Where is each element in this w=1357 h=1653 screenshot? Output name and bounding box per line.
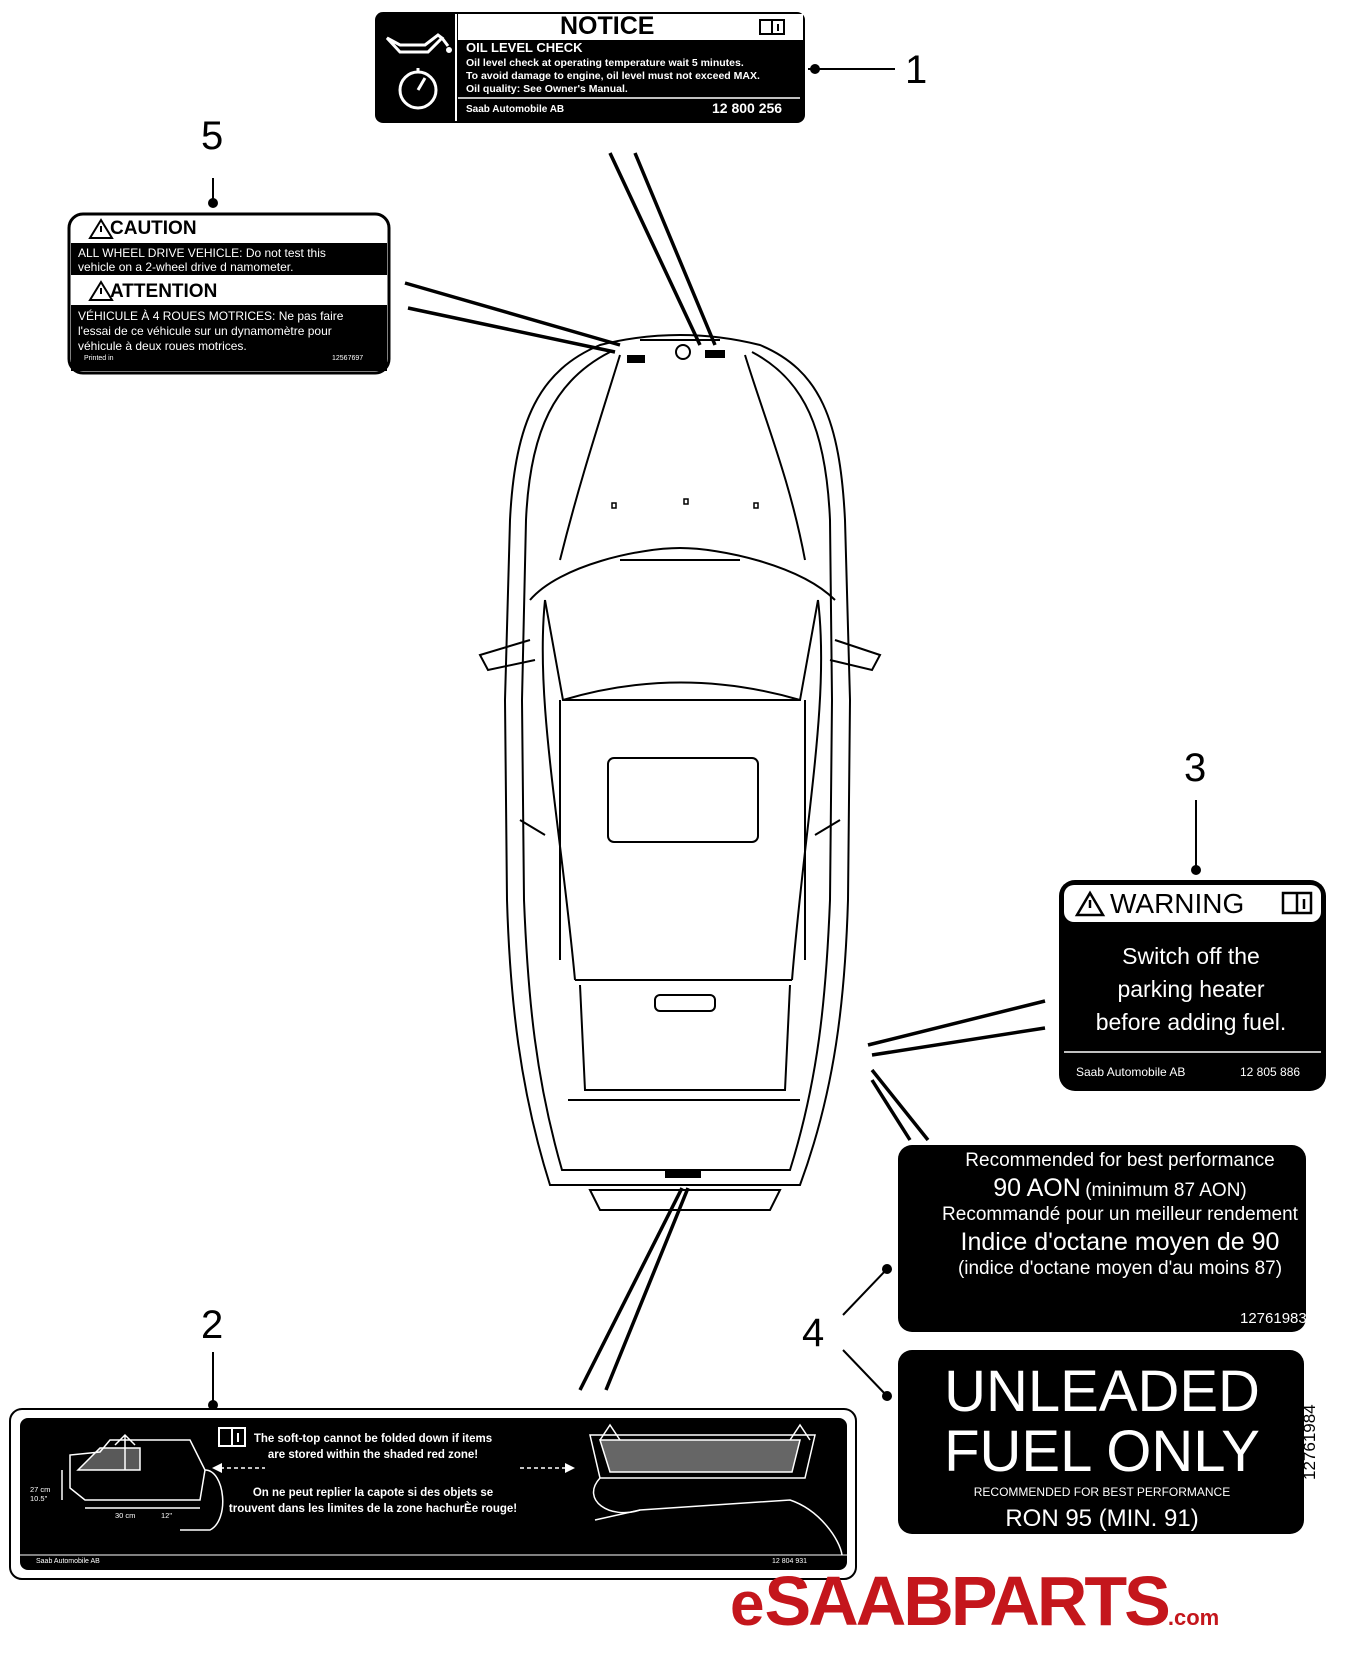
timer-icon	[398, 68, 438, 110]
label-4a-octane	[898, 1145, 1306, 1332]
caution-line-2: vehicle on a 2-wheel drive d namometer.	[78, 260, 294, 274]
label4a-part-number: 12761983	[1240, 1310, 1307, 1327]
dim-cm-height: 27 cm	[30, 1485, 51, 1494]
caution-heading: CAUTION	[110, 218, 197, 239]
trunk-diagram-icon	[61, 1433, 224, 1531]
octane-line-1: Recommended for best performance	[965, 1150, 1275, 1171]
label1-company: Saab Automobile AB	[466, 104, 565, 115]
label4b-part-number: 12761984	[1300, 1404, 1319, 1480]
callout-3: 3	[1184, 746, 1207, 790]
label1-part-number: 12 800 256	[712, 100, 783, 116]
notice-title: NOTICE	[560, 12, 655, 40]
manual-info-icon	[759, 19, 785, 35]
esaabparts-logo[interactable]: eSAABPARTS.com	[730, 1566, 1219, 1653]
logo-main: SAABPARTS	[764, 1562, 1170, 1640]
attention-line-3: véhicule à deux roues motrices.	[78, 339, 247, 353]
printed-in: Printed in	[84, 355, 114, 362]
softtop-french: On ne peut replier la capote si des obje…	[228, 1485, 518, 1517]
car-top-view	[478, 334, 882, 1211]
softtop-height-dim: 27 cm 10.5"	[30, 1485, 50, 1503]
dim-in-height: 10.5"	[30, 1494, 48, 1503]
octane-text: Recommended for best performance 90 AON …	[900, 1150, 1340, 1280]
car-label-markers	[611, 350, 759, 1178]
warning-line-2: parking heater	[1117, 976, 1265, 1002]
label-4b-unleaded	[898, 1350, 1304, 1534]
attention-heading: ATTENTION	[110, 281, 218, 302]
manual-info-icon	[218, 1427, 246, 1447]
callout-4: 4	[802, 1311, 825, 1355]
warning-line-3: before adding fuel.	[1095, 1009, 1287, 1035]
logo-prefix: e	[730, 1570, 765, 1639]
attention-line-1: VÉHICULE À 4 ROUES MOTRICES: Ne pas fair…	[78, 309, 344, 323]
attention-line-2: l'essai de ce véhicule sur un dynamomètr…	[78, 324, 332, 338]
unleaded-recommended: RECOMMENDED FOR BEST PERFORMANCE	[973, 1485, 1231, 1499]
manual-info-icon	[1281, 891, 1313, 915]
warning-triangle-icon	[1074, 890, 1106, 917]
warning-line-1: Switch off the	[1122, 943, 1260, 969]
label3-company: Saab Automobile AB	[1076, 1065, 1186, 1079]
label2-part-number: 12 804 931	[772, 1558, 808, 1565]
softtop-en-line-1: The soft-top cannot be folded down if it…	[253, 1433, 493, 1445]
callout-5: 5	[201, 114, 224, 158]
logo-suffix: .com	[1167, 1605, 1220, 1630]
octane-line-3: Recommandé pour un meilleur rendement	[942, 1204, 1298, 1225]
pointer-dots	[208, 64, 1201, 1410]
dim-in-length: 12"	[161, 1511, 173, 1520]
unleaded-ron: RON 95 (MIN. 91)	[1005, 1505, 1199, 1532]
unleaded-line-2: FUEL ONLY	[944, 1419, 1260, 1484]
oil-can-icon	[385, 33, 452, 54]
oil-line-2: To avoid damage to engine, oil level mus…	[466, 70, 760, 82]
dim-cm-length: 30 cm	[115, 1511, 136, 1520]
octane-aon-min: (minimum 87 AON)	[1085, 1180, 1247, 1201]
oil-line-3: Oil quality: See Owner's Manual.	[466, 83, 628, 95]
callout-1: 1	[905, 48, 928, 92]
unleaded-line-1: UNLEADED	[944, 1359, 1260, 1424]
caution-body: ALL WHEEL DRIVE VEHICLE: Do not test thi…	[78, 246, 326, 274]
label2-company: Saab Automobile AB	[36, 1558, 100, 1565]
warning-triangle-icon	[88, 218, 114, 301]
label-2-softtop	[9, 1408, 857, 1580]
octane-line-5: (indice d'octane moyen d'au moins 87)	[957, 1258, 1283, 1279]
label3-part-number: 12 805 886	[1240, 1065, 1301, 1079]
oil-line-1: Oil level check at operating temperature…	[466, 57, 744, 69]
softtop-en-line-2: are stored within the shaded red zone!	[267, 1449, 479, 1461]
label-3-warning-heater	[1059, 880, 1326, 1091]
oil-level-heading: OIL LEVEL CHECK	[466, 40, 583, 55]
label-1-oil-notice	[375, 12, 805, 123]
label-5-caution-awd	[67, 212, 391, 375]
label5-part-number: 12567697	[332, 355, 364, 362]
car-roof-diagram-icon	[589, 1423, 843, 1556]
oil-level-body: Oil level check at operating temperature…	[466, 57, 760, 96]
octane-aon-big: 90 AON	[993, 1174, 1081, 1202]
attention-body: VÉHICULE À 4 ROUES MOTRICES: Ne pas fair…	[78, 309, 343, 354]
unleaded-text: UNLEADED FUEL ONLY	[900, 1362, 1304, 1482]
softtop-english: The soft-top cannot be folded down if it…	[248, 1431, 498, 1463]
octane-line-4: Indice d'octane moyen de 90	[960, 1228, 1280, 1256]
softtop-fr-line-2: trouvent dans les limites de la zone hac…	[228, 1503, 518, 1515]
callout-2: 2	[201, 1303, 224, 1347]
warning-heading: WARNING	[1110, 888, 1245, 919]
pointer-lines	[212, 68, 1197, 1405]
softtop-fr-line-1: On ne peut replier la capote si des obje…	[252, 1487, 494, 1499]
warning-body: Switch off the parking heater before add…	[1062, 940, 1320, 1039]
caution-line-1: ALL WHEEL DRIVE VEHICLE: Do not test thi…	[78, 246, 326, 260]
